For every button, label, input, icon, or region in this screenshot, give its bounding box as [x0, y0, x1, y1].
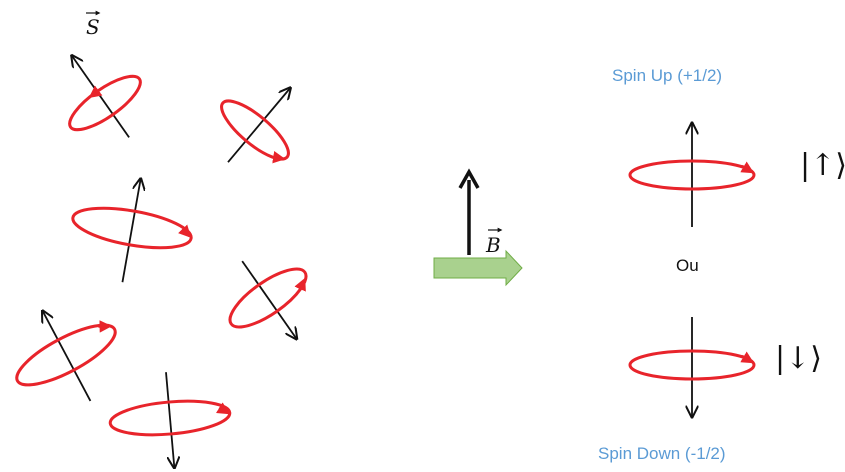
precession-arrow — [88, 85, 103, 99]
spin-vector-label: S — [86, 15, 100, 39]
field-label: B — [486, 233, 501, 257]
spin-axis — [165, 372, 174, 468]
transition-arrow — [433, 249, 523, 287]
spin-5 — [15, 285, 117, 402]
spin-4 — [228, 260, 308, 364]
or-label: Ou — [676, 256, 699, 275]
spin-axis — [43, 311, 92, 402]
precession-loop — [15, 323, 117, 387]
precession-arrow — [740, 161, 755, 174]
spin-2 — [220, 61, 323, 164]
precession-arrow — [98, 320, 113, 333]
magnetic-field-arrow — [458, 168, 480, 255]
field-arrowhead — [458, 168, 480, 189]
spin-1 — [68, 31, 142, 138]
spin-axis — [121, 179, 140, 283]
random-spins-group — [15, 31, 323, 472]
spin-up — [628, 123, 756, 227]
precession-loop — [628, 349, 756, 381]
spin-axis — [72, 55, 130, 138]
spin-up-caption: Spin Up (+1/2) — [612, 66, 723, 85]
precession-loop — [71, 206, 193, 250]
precession-arrow — [215, 402, 230, 415]
precession-loop — [220, 99, 290, 161]
spin-down-caption: Spin Down (-1/2) — [598, 444, 726, 463]
spin-down — [628, 317, 756, 417]
precession-arrow — [740, 351, 755, 364]
precession-arrow — [271, 151, 286, 164]
precession-loop — [628, 159, 756, 191]
ket-down-label: |↓⟩ — [775, 341, 822, 376]
spin-axis — [241, 260, 296, 339]
spin-3 — [71, 168, 193, 283]
precession-arrow — [294, 277, 306, 292]
precession-arrow — [178, 224, 192, 238]
spin-6 — [108, 372, 232, 472]
ket-up-label: |↑⟩ — [800, 148, 845, 183]
spin-axis — [227, 88, 290, 163]
